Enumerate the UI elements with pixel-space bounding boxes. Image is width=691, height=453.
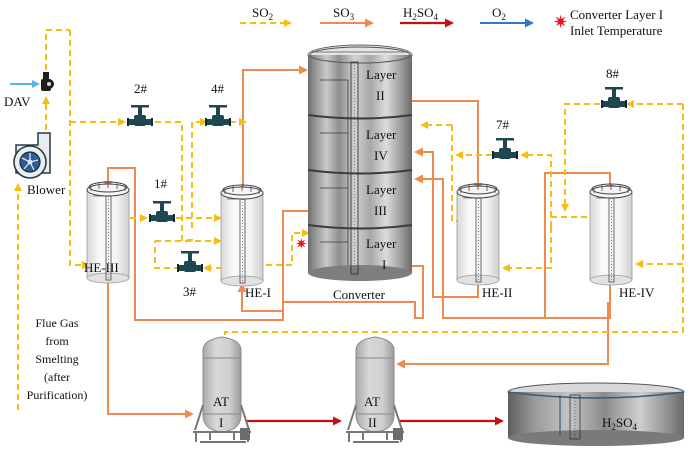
blower-label: Blower: [27, 182, 66, 197]
legend: SO2 SO3 H2SO4 O2 ✷ Converter Layer I Inl…: [240, 5, 663, 38]
heat-exchanger-he-ii[interactable]: [456, 183, 500, 286]
valve-2[interactable]: [127, 105, 153, 126]
so3-pipe-to-he3: [103, 167, 284, 321]
at2-num: II: [368, 415, 377, 430]
absorption-tower-1[interactable]: [193, 336, 251, 443]
blower[interactable]: [13, 132, 51, 179]
so2-pipe-to-valve7: [520, 151, 552, 227]
valve-label: 7#: [496, 117, 510, 132]
feed-label: Flue Gas from Smelting (after Purificati…: [27, 316, 88, 402]
so3-pipe-layer2-to-he2: [412, 100, 483, 192]
heat-exchanger-he-iv[interactable]: [589, 183, 633, 286]
valve-label: 3#: [183, 284, 197, 299]
so2-pipe-to-he4: [635, 104, 684, 268]
heat-exchanger-label: HE-II: [482, 285, 512, 300]
feed-line-1: Flue Gas: [36, 316, 79, 330]
tank-label: H2SO4: [602, 415, 638, 432]
so2-pipe-he1-to-layer1: [266, 229, 310, 266]
valve-7[interactable]: [492, 138, 518, 159]
heat-exchanger-label: HE-I: [245, 285, 271, 300]
so3-pipe-layer1-out: [283, 265, 424, 319]
layer-i-num: I: [382, 257, 386, 272]
layer-i-word: Layer: [366, 236, 397, 251]
so2-pipe-dav-up: [45, 29, 70, 70]
converter-label: Converter: [333, 287, 386, 302]
valve-8[interactable]: [601, 87, 627, 108]
legend-so2-label: SO2: [252, 5, 273, 22]
feed-line-5: Purification): [27, 388, 88, 402]
valve-3[interactable]: [177, 251, 203, 272]
so2-pipe-to-he2: [502, 227, 552, 272]
legend-h2so4-label: H2SO4: [403, 5, 439, 22]
valve-label: 8#: [606, 66, 620, 81]
so3-pipe-to-he4: [544, 172, 615, 318]
inlet-temperature-marker-icon[interactable]: ✷: [295, 235, 308, 253]
heat-exchanger-he-iii[interactable]: [86, 181, 130, 284]
layer-iv-num: IV: [374, 148, 388, 163]
heat-exchangers: HE-III HE-I HE-II HE-IV: [84, 181, 655, 300]
sulfuric-acid-tank[interactable]: [507, 382, 685, 446]
heat-exchanger-he-i[interactable]: [220, 184, 264, 287]
so2-pipe-to-he3: [69, 30, 90, 269]
at1-word: AT: [213, 394, 229, 409]
dav-label: DAV: [4, 94, 31, 109]
so3-pipe-he3-to-at1: [107, 282, 194, 419]
feed-line-3: Smelting: [35, 352, 78, 366]
layer-ii-num: II: [376, 88, 385, 103]
valves: 1# 2# 3# 4# 7#: [127, 66, 627, 299]
converter[interactable]: [307, 44, 413, 281]
heat-exchanger-label: HE-IV: [619, 285, 655, 300]
legend-marker-line1: Converter Layer I: [570, 7, 663, 22]
so3-pipe-he2-to-layer4: [414, 147, 479, 298]
so2-pipe-valve3-loop: [154, 241, 180, 269]
at1-num: I: [219, 415, 223, 430]
so3-pipes: [103, 65, 615, 419]
layer-iii-word: Layer: [366, 182, 397, 197]
legend-temperature-marker-icon: ✷: [553, 12, 568, 33]
layer-ii-word: Layer: [366, 67, 397, 82]
valve-label: 4#: [211, 81, 225, 96]
feed-line-4: (after: [44, 370, 70, 384]
heat-exchanger-label: HE-III: [84, 260, 119, 275]
so2-pipe-to-valve4: [191, 118, 208, 228]
feed-line-2: from: [45, 334, 69, 348]
layer-iv-word: Layer: [366, 127, 397, 142]
valve-label: 1#: [154, 176, 168, 191]
legend-so3-label: SO3: [333, 5, 355, 22]
so3-pipe-he1-to-layer2: [242, 65, 308, 195]
so3-pipe-to-at2: [396, 302, 609, 369]
converter-layer-labels: Layer II Layer IV Layer III Layer I: [366, 67, 397, 272]
dav-valve[interactable]: [41, 72, 54, 91]
so2-pipes: [14, 29, 684, 410]
legend-marker-line2: Inlet Temperature: [570, 23, 663, 38]
absorption-tower-2[interactable]: [346, 336, 404, 443]
at2-word: AT: [364, 394, 380, 409]
valve-label: 2#: [134, 81, 148, 96]
so2-pipe-at1-return: [224, 264, 684, 345]
layer-iii-num: III: [374, 203, 387, 218]
legend-o2-label: O2: [492, 5, 506, 22]
valve-4[interactable]: [205, 105, 231, 126]
so3-pipe-he4-to-layer3: [414, 174, 611, 319]
so2-pipe-valve8-out: [561, 103, 600, 212]
valve-1[interactable]: [149, 201, 175, 222]
